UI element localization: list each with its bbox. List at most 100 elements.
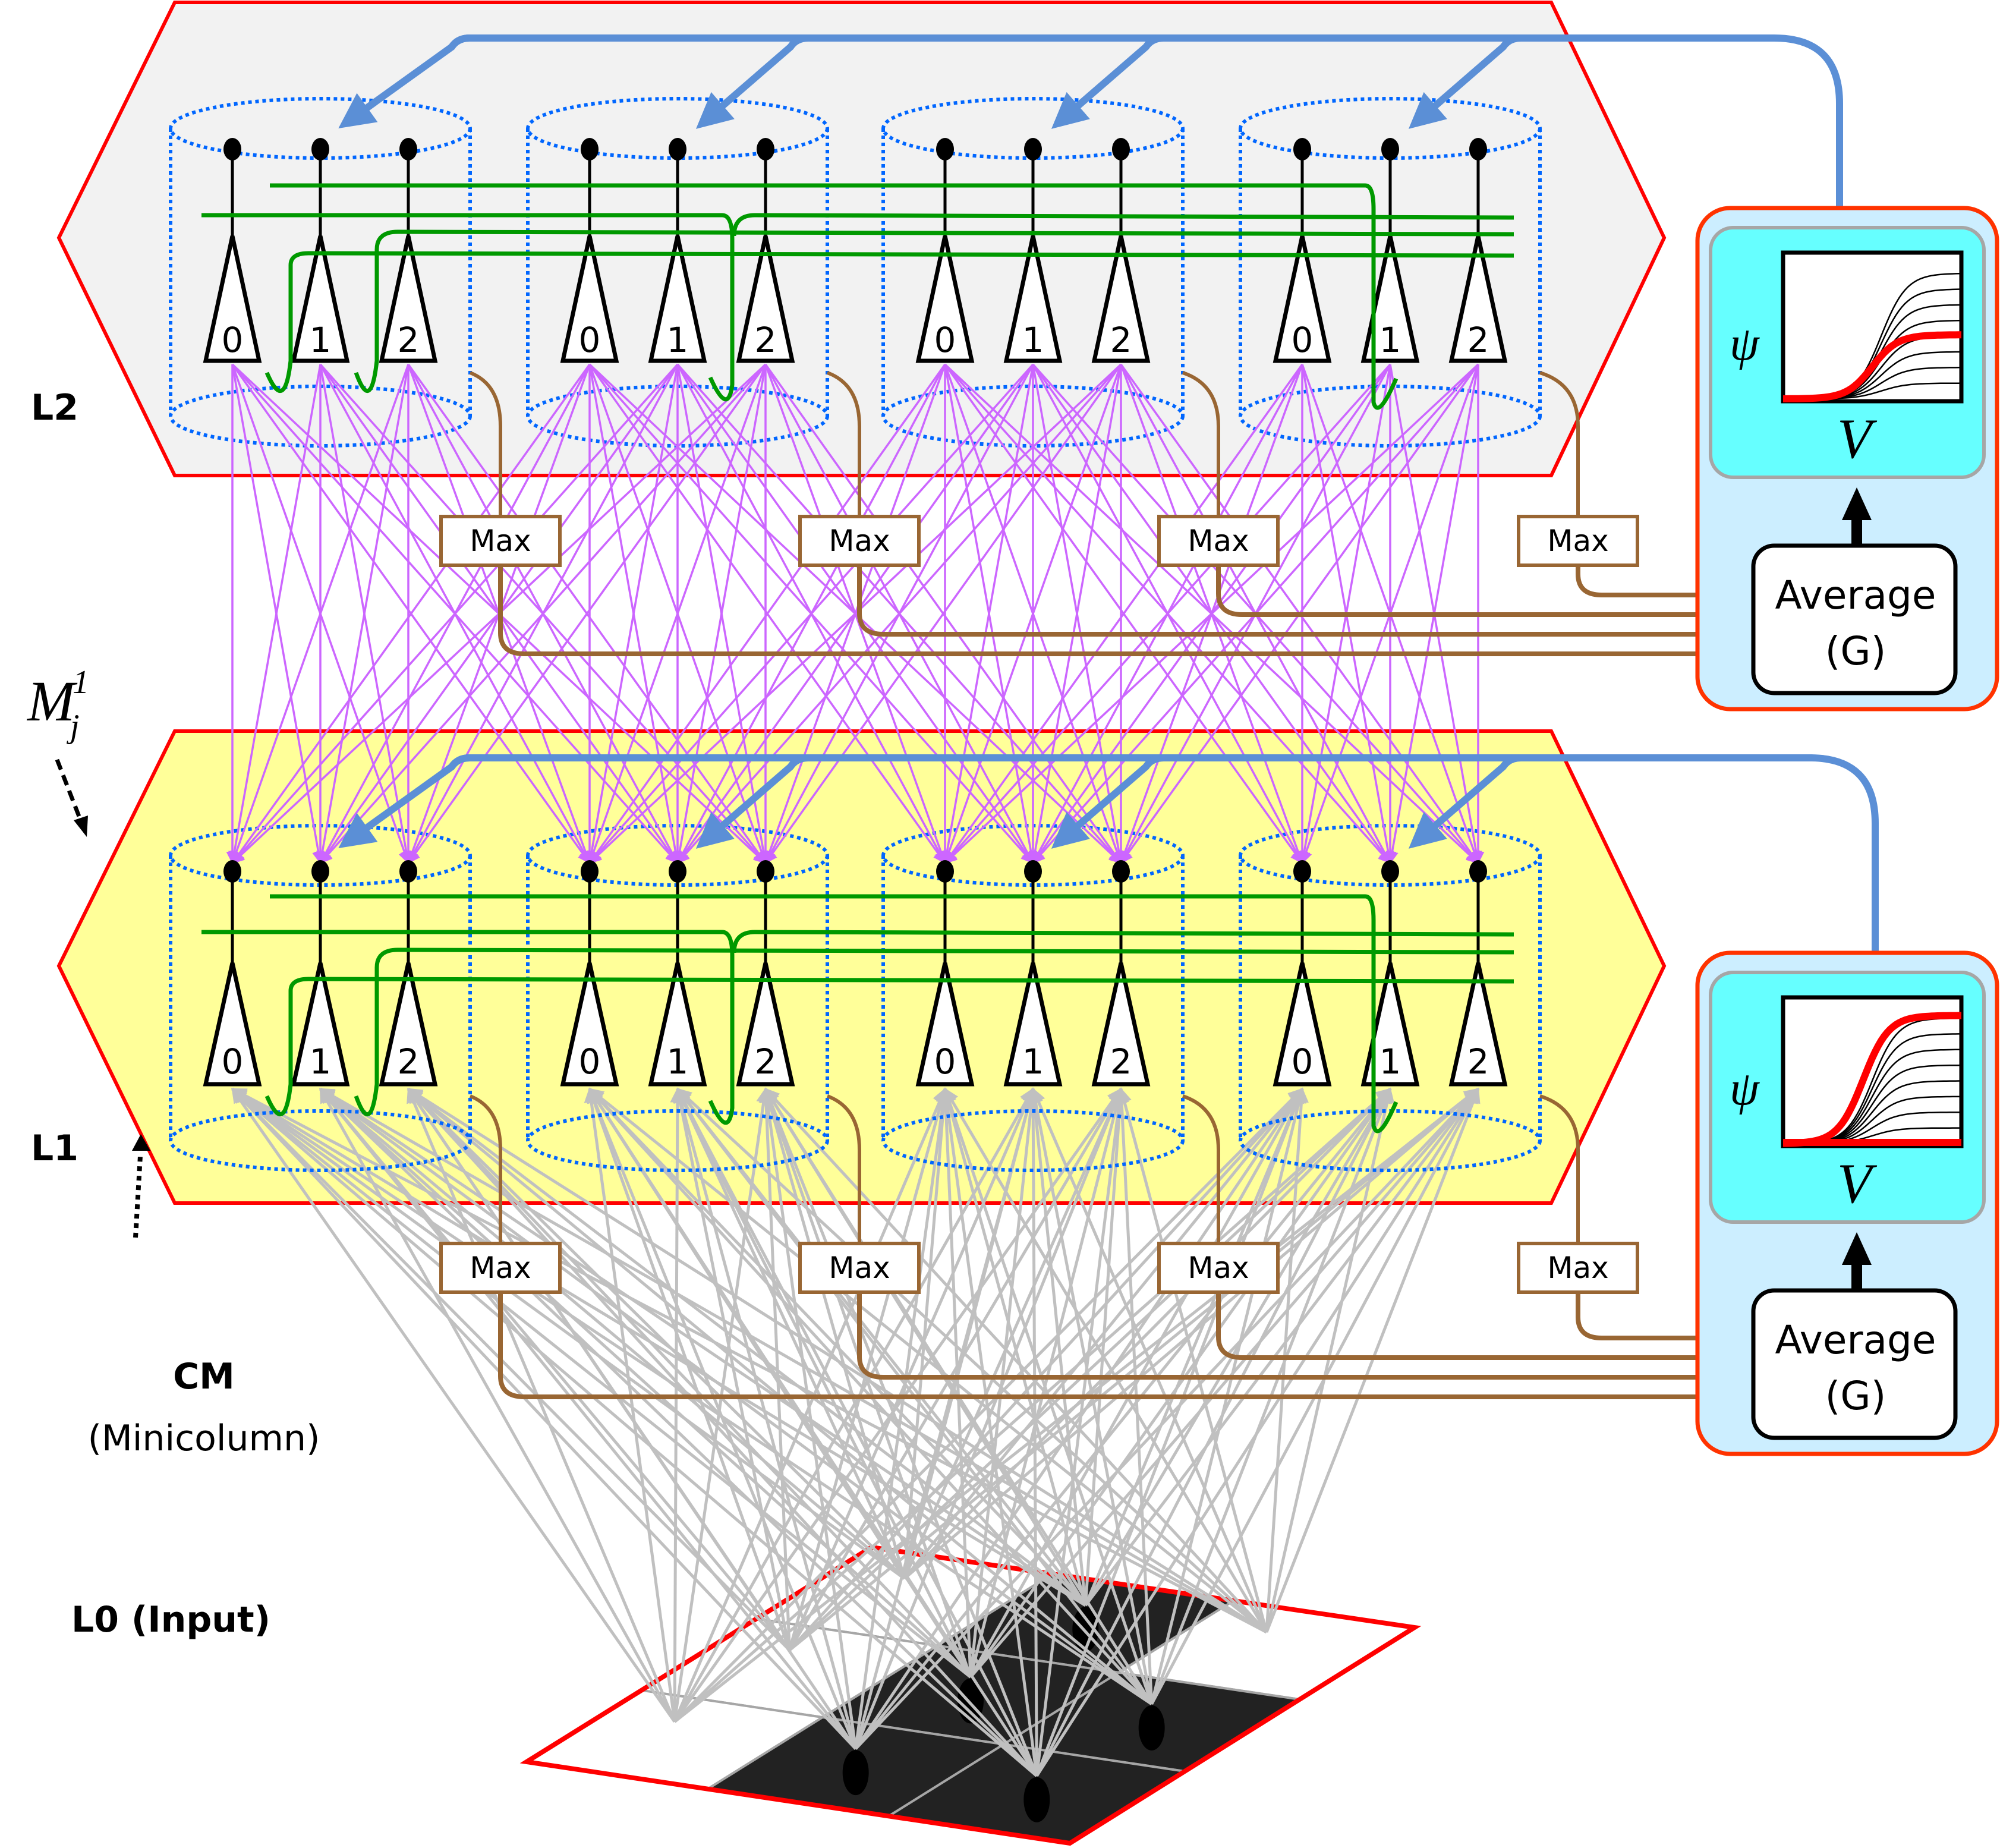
input-to-L1-connection [1117, 1087, 1268, 1633]
minicolumn-label-title: CM [173, 1356, 235, 1397]
input-to-L1-connection [969, 1088, 1479, 1679]
input-to-L1-connection [854, 1087, 1037, 1749]
L1-to-L2-connection [943, 364, 1122, 864]
input-to-L1-connection [673, 1087, 791, 1651]
neuron-index-label: 2 [1110, 1041, 1132, 1082]
L1-to-L2-connection [588, 363, 1122, 864]
feedback-arrow [338, 754, 470, 849]
neuron-L1-col2-0: 0 [915, 860, 975, 1087]
input-to-L1-connection [903, 1088, 1303, 1580]
minicolumn-pointer-line [133, 1156, 143, 1238]
input-to-L1-connection [319, 1088, 972, 1679]
input-to-L1-connection [938, 1087, 972, 1677]
average-box-sublabel: (G) [1825, 628, 1886, 674]
neuron-soma-triangle [291, 235, 350, 363]
neuron-soma-triangle [736, 235, 795, 363]
input-active-node [958, 1678, 984, 1724]
average-box [1751, 543, 1958, 695]
input-to-L1-connection [969, 1087, 1304, 1678]
neuron-synapse-dot [669, 860, 686, 883]
macrocolumn-pointer-line [55, 758, 82, 819]
neuron-synapse-dot [581, 860, 599, 883]
neuron-soma-triangle [1360, 962, 1420, 1087]
feedback-arrow [695, 34, 809, 129]
input-to-L1-connection [673, 1087, 771, 1722]
input-to-L1-connection [1265, 1087, 1395, 1633]
L1-to-L2-connection [588, 363, 946, 864]
neuron-index-label: 1 [310, 320, 332, 360]
L1-to-L2-connection [588, 363, 1034, 864]
max-unit-L1-3: Max [1517, 1094, 1755, 1357]
L1-to-L2-connection [585, 364, 679, 864]
neuron-index-label: 0 [222, 1041, 244, 1082]
max-unit-L1-1: Max [798, 1094, 1755, 1396]
minicolumn-bottom-ellipse [526, 1109, 829, 1172]
input-to-L1-connection [1084, 1088, 1479, 1607]
macrocolumn-symbol-superscript: 1 [73, 664, 89, 701]
neuron-soma-triangle [1273, 235, 1332, 363]
input-to-L1-connection [231, 1088, 791, 1651]
max-box-label: Max [829, 1251, 890, 1285]
input-to-L1-connection [319, 1087, 1086, 1607]
max-box [1517, 515, 1639, 567]
input-to-L1-connection [788, 1087, 1035, 1651]
max-output-route [857, 1292, 1755, 1396]
neuron-soma-triangle [1003, 962, 1063, 1087]
input-to-L1-connection [760, 1087, 858, 1749]
input-to-L1-connection [670, 1087, 685, 1722]
max-input-route [1182, 371, 1220, 517]
minicolumn-bottom-ellipse [881, 1109, 1185, 1172]
max-box [439, 515, 562, 567]
neuron-L2-col2-0: 0 [915, 138, 975, 363]
input-to-L1-connection [407, 1087, 676, 1723]
max-unit-L1-0: Max [439, 1094, 1755, 1416]
neuron-L2-col2-1: 1 [1003, 138, 1063, 363]
input-to-L1-connection [1025, 1087, 1041, 1776]
macrocolumn-symbol: M 1 j [26, 664, 89, 745]
neuron-L2-col1-0: 0 [560, 138, 619, 363]
input-to-L1-connection [319, 1088, 906, 1580]
input-to-L1-connection [788, 1088, 1391, 1651]
neuron-L1-col2-1: 1 [1003, 860, 1063, 1087]
input-to-L1-connection [587, 1087, 857, 1750]
neuron-L2-col2-2: 2 [1091, 138, 1151, 363]
input-to-L1-connection [231, 1087, 676, 1723]
max-unit-L2-2: Max [1157, 371, 1755, 634]
neuron-soma-triangle [1091, 962, 1151, 1087]
max-box-label: Max [470, 1251, 531, 1285]
max-unit-L2-1: Max [798, 371, 1755, 653]
neuron-L2-col0-1: 1 [291, 138, 350, 363]
arrow-up-shaft [1851, 1262, 1862, 1292]
plot-x-axis-label: V [1837, 1152, 1878, 1215]
lateral-connection [201, 930, 735, 1125]
max-output-route [857, 565, 1755, 653]
neuron-synapse-dot [1381, 138, 1399, 160]
input-to-L1-connection [1084, 1087, 1392, 1607]
neuron-index-label: 1 [1379, 1041, 1401, 1082]
L1-to-L2-connection [944, 363, 1479, 864]
neuron-index-label: 2 [398, 320, 420, 360]
arrow-up-shaft [1851, 517, 1862, 547]
max-output-route [1576, 1292, 1755, 1357]
input-to-L1-connection [1026, 1087, 1087, 1606]
neuron-L1-col1-1: 1 [648, 860, 707, 1087]
L1-to-L2-connection [676, 363, 1122, 864]
layer-L1-region [56, 729, 1667, 1205]
neuron-index-label: 2 [1467, 1041, 1489, 1082]
neuron-soma-triangle [379, 235, 438, 363]
neuron-index-label: 2 [755, 1041, 777, 1082]
macrocolumn-pointer-arrowhead [74, 816, 88, 837]
neuron-L1-col3-1: 1 [1360, 860, 1420, 1087]
neuron-synapse-dot [223, 138, 241, 160]
neuron-L1-col0-1: 1 [291, 860, 350, 1087]
input-to-L1-connection [673, 1088, 1303, 1723]
input-to-L1-connection [854, 1088, 1479, 1750]
neuron-L2-col0-0: 0 [203, 138, 262, 363]
neuron-synapse-dot [1469, 138, 1487, 160]
input-active-node [842, 1750, 869, 1796]
input-to-L1-connection [231, 1087, 1086, 1607]
max-input-route [1182, 1094, 1220, 1243]
neuron-soma-triangle [1091, 235, 1151, 363]
lateral-connection [264, 251, 1514, 393]
